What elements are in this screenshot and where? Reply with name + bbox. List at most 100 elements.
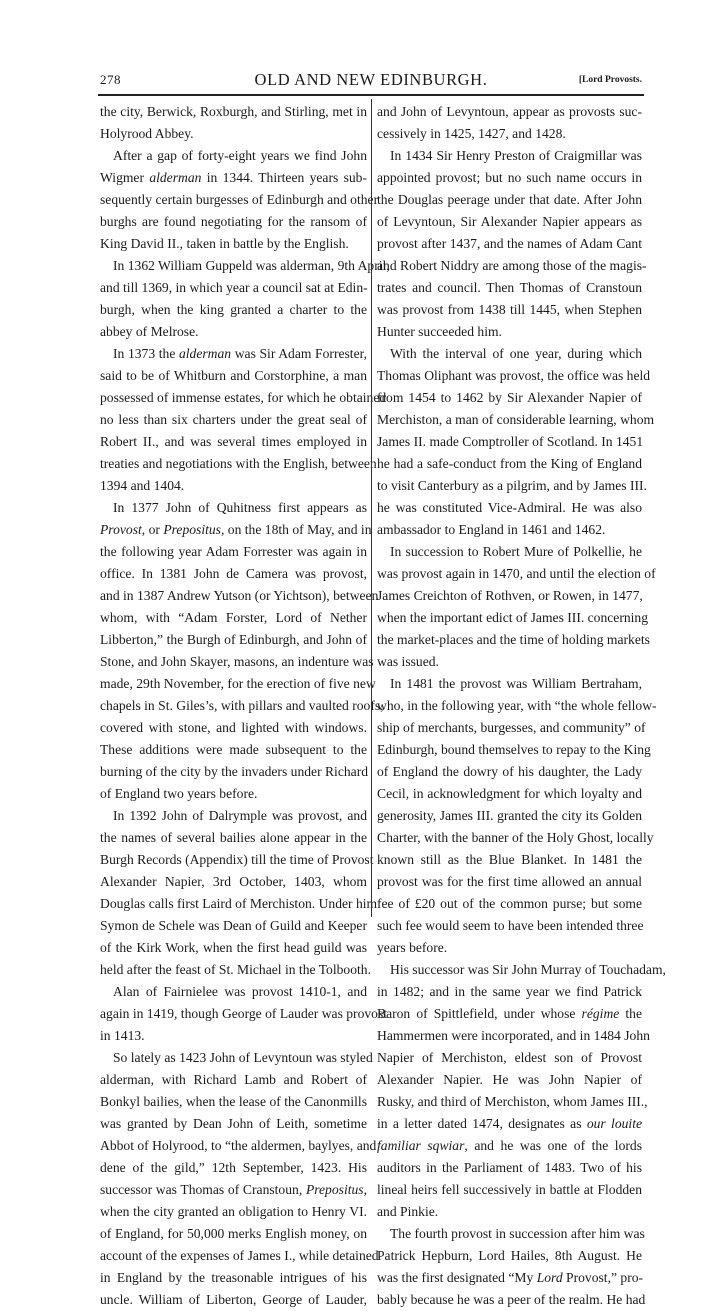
page-number: 278 bbox=[100, 72, 121, 87]
text-line: Robert II., and was several times employ… bbox=[100, 434, 367, 449]
text-line: burgh, when the king granted a charter t… bbox=[100, 302, 367, 317]
text-line: provost was for the first time allowed a… bbox=[377, 874, 642, 889]
running-head: 278 OLD AND NEW EDINBURGH. [Lord Provost… bbox=[100, 70, 642, 90]
text-line: in a letter dated 1474, designates as ou… bbox=[377, 1116, 642, 1131]
text-line: from 1454 to 1462 by Sir Alexander Napie… bbox=[377, 390, 642, 405]
text-line: and John of Levyntoun, appear as provost… bbox=[377, 104, 642, 119]
text-line: In 1392 John of Dalrymple was provost, a… bbox=[113, 808, 367, 823]
text-line: in 1482; and in the same year we find Pa… bbox=[377, 984, 642, 999]
text-line: Stone, and John Skayer, masons, an inden… bbox=[100, 654, 374, 669]
text-line: was issued. bbox=[377, 654, 439, 669]
text-line: held after the feast of St. Michael in t… bbox=[100, 962, 371, 977]
text-line: Wigmer alderman in 1344. Thirteen years … bbox=[100, 170, 367, 185]
text-line: known still as the Blue Blanket. In 1481… bbox=[377, 852, 642, 867]
text-line: burning of the city by the invaders unde… bbox=[100, 764, 369, 779]
text-line: James II. made Comptroller of Scotland. … bbox=[377, 434, 644, 449]
text-line: burghs are found negotiating for the ran… bbox=[100, 214, 367, 229]
text-line: Baron of Spittlefield, under whose régim… bbox=[377, 1006, 643, 1021]
text-line: of the Kirk Work, when the first head gu… bbox=[100, 940, 367, 955]
text-line: of England two years before. bbox=[100, 786, 258, 801]
text-line: Hunter succeeded him. bbox=[377, 324, 502, 339]
right-column: and John of Levyntoun, appear as provost… bbox=[377, 101, 666, 1311]
book-page: 278 OLD AND NEW EDINBURGH. [Lord Provost… bbox=[98, 70, 666, 1307]
text-line: office. In 1381 John de Camera was provo… bbox=[100, 566, 367, 581]
text-line: Libberton,” the Burgh of Edinburgh, and … bbox=[100, 632, 367, 647]
text-line: years before. bbox=[377, 940, 448, 955]
text-line: the market-places and the time of holdin… bbox=[377, 632, 650, 647]
text-line: James Creichton of Rothven, or Rowen, in… bbox=[377, 588, 643, 603]
column-divider bbox=[371, 99, 372, 917]
text-line: generosity, James III. granted the city … bbox=[377, 808, 642, 823]
text-line: whom, with “Adam Forster, Lord of Nether bbox=[100, 610, 367, 625]
text-line: Alexander Napier, 3rd October, 1403, who… bbox=[100, 874, 367, 889]
text-line: again in 1419, though George of Lauder w… bbox=[100, 1006, 388, 1021]
text-line: With the interval of one year, during wh… bbox=[390, 346, 642, 361]
text-line: when the important edict of James III. c… bbox=[377, 610, 649, 625]
text-line: appointed provost; but no such name occu… bbox=[377, 170, 642, 185]
text-line: Alan of Fairnielee was provost 1410-1, a… bbox=[113, 984, 367, 999]
text-line: and Robert Niddry are among those of the… bbox=[377, 258, 647, 273]
text-line: Thomas Oliphant was provost, the office … bbox=[377, 368, 651, 383]
text-line: Rusky, and third of Merchiston, whom Jam… bbox=[377, 1094, 648, 1109]
text-line: 1394 and 1404. bbox=[100, 478, 185, 493]
text-line: trates and council. Then Thomas of Crans… bbox=[377, 280, 642, 295]
text-line: the city, Berwick, Roxburgh, and Stirlin… bbox=[100, 104, 367, 119]
text-line: successor was Thomas of Cranstoun, Prepo… bbox=[100, 1182, 367, 1197]
text-line: Edinburgh, bound themselves to repay to … bbox=[377, 742, 651, 757]
text-line: of Levyntoun, Sir Alexander Napier appea… bbox=[377, 214, 642, 229]
text-line: auditors in the Parliament of 1483. Two … bbox=[377, 1160, 642, 1175]
text-line: and till 1369, in which year a council s… bbox=[100, 280, 368, 295]
text-line: cessively in 1425, 1427, and 1428. bbox=[377, 126, 566, 141]
text-line: who, in the following year, with “the wh… bbox=[377, 698, 657, 713]
book-title: OLD AND NEW EDINBURGH. bbox=[254, 70, 488, 89]
text-line: After a gap of forty-eight years we find… bbox=[113, 148, 367, 163]
text-line: These additions were made subsequent to … bbox=[100, 742, 367, 757]
left-column: the city, Berwick, Roxburgh, and Stirlin… bbox=[100, 101, 390, 1311]
text-line: sequently certain burgesses of Edinburgh… bbox=[100, 192, 379, 207]
text-line: treaties and negotiations with the Engli… bbox=[100, 456, 377, 471]
text-line: ship of merchants, burgesses, and commun… bbox=[377, 720, 646, 735]
text-line: Abbot of Holyrood, to “the aldermen, bay… bbox=[100, 1138, 377, 1153]
text-line: was provost from 1438 till 1445, when St… bbox=[377, 302, 642, 317]
text-line: Hammermen were incorporated, and in 1484… bbox=[377, 1028, 650, 1043]
text-line: no less than six charters under the grea… bbox=[100, 412, 367, 427]
text-line: made, 29th November, for the erection of… bbox=[100, 676, 376, 691]
text-line: Napier of Merchiston, eldest son of Prov… bbox=[377, 1050, 642, 1065]
text-line: In 1481 the provost was William Bertraha… bbox=[390, 676, 642, 691]
text-line: ambassador to England in 1461 and 1462. bbox=[377, 522, 606, 537]
text-line: and in 1387 Andrew Yutson (or Yichtson),… bbox=[100, 588, 379, 603]
text-line: the Douglas peerage under that date. Aft… bbox=[377, 192, 642, 207]
text-line: In 1362 William Guppeld was alderman, 9t… bbox=[113, 258, 390, 273]
text-line: was the first designated “My Lord Provos… bbox=[377, 1270, 644, 1285]
text-line: The fourth provost in succession after h… bbox=[390, 1226, 645, 1241]
text-line: Merchiston, a man of considerable learni… bbox=[377, 412, 655, 427]
text-line: the following year Adam Forrester was ag… bbox=[100, 544, 367, 559]
text-line: provost after 1437, and the names of Ada… bbox=[377, 236, 642, 251]
text-line: covered with stone, and lighted with win… bbox=[100, 720, 367, 735]
text-line: abbey of Melrose. bbox=[100, 324, 199, 339]
text-line: possessed of immense estates, for which … bbox=[100, 390, 387, 405]
text-line: was provost again in 1470, and until the… bbox=[377, 566, 656, 581]
text-line: In 1377 John of Quhitness first appears … bbox=[113, 500, 367, 515]
text-line: familiar sqwiar, and he was one of the l… bbox=[377, 1138, 642, 1153]
text-line: the names of several bailies alone appea… bbox=[100, 830, 367, 845]
text-line: King David II., taken in battle by the E… bbox=[100, 236, 349, 251]
text-line: was granted by Dean John of Leith, somet… bbox=[100, 1116, 367, 1131]
text-line: bably because he was a peer of the realm… bbox=[377, 1292, 646, 1307]
text-line: in 1413. bbox=[100, 1028, 145, 1043]
text-line: Charter, with the banner of the Holy Gho… bbox=[377, 830, 654, 845]
text-line: fee of £20 out of the common purse; but … bbox=[377, 896, 642, 911]
text-line: So lately as 1423 John of Levyntoun was … bbox=[113, 1050, 373, 1065]
text-line: and Pinkie. bbox=[377, 1204, 439, 1219]
text-line: Alexander Napier. He was John Napier of bbox=[377, 1072, 642, 1087]
text-line: alderman, with Richard Lamb and Robert o… bbox=[100, 1072, 367, 1087]
text-line: In 1434 Sir Henry Preston of Craigmillar… bbox=[390, 148, 642, 163]
text-line: In succession to Robert Mure of Polkelli… bbox=[390, 544, 642, 559]
text-line: when the city granted an obligation to H… bbox=[100, 1204, 367, 1219]
text-line: In 1373 the alderman was Sir Adam Forres… bbox=[113, 346, 367, 361]
text-line: Bonkyl bailies, when the lease of the Ca… bbox=[100, 1094, 367, 1109]
text-line: account of the expenses of James I., whi… bbox=[100, 1248, 379, 1263]
text-line: said to be of Whitburn and Corstorphine,… bbox=[100, 368, 367, 383]
text-line: Provost, or Prepositus, on the 18th of M… bbox=[100, 522, 372, 537]
text-line: to visit Canterbury as a pilgrim, and by… bbox=[377, 478, 647, 493]
